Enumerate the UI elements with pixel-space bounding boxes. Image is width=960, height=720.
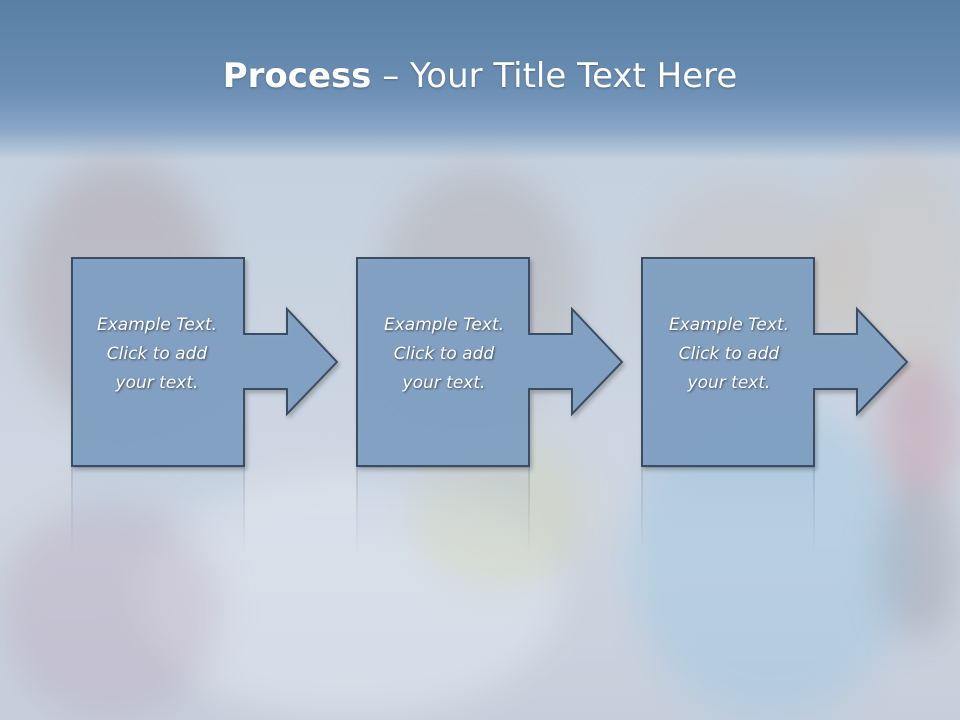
process-step-3-text[interactable]: Example Text. Click to add your text. xyxy=(645,311,813,398)
step-3-line-2: Click to add xyxy=(678,344,780,364)
step-1-line-3: your text. xyxy=(115,373,199,393)
step-2-line-1: Example Text. xyxy=(383,315,505,335)
process-step-2-shape[interactable] xyxy=(356,257,624,467)
process-step-1-text[interactable]: Example Text. Click to add your text. xyxy=(73,311,241,398)
step-3-line-3: your text. xyxy=(687,373,771,393)
title-bold: Process xyxy=(222,56,372,96)
process-step-3-shape[interactable] xyxy=(641,257,909,467)
step-1-line-1: Example Text. xyxy=(96,315,218,335)
slide-title[interactable]: Process – Your Title Text Here xyxy=(0,54,960,98)
process-step-2-text[interactable]: Example Text. Click to add your text. xyxy=(360,311,528,398)
step-1-line-2: Click to add xyxy=(106,344,208,364)
process-step-1-shape[interactable] xyxy=(71,257,339,467)
title-band xyxy=(0,0,960,160)
step-3-line-1: Example Text. xyxy=(668,315,790,335)
step-2-line-2: Click to add xyxy=(393,344,495,364)
step-2-line-3: your text. xyxy=(402,373,486,393)
title-rest: – Your Title Text Here xyxy=(371,56,738,96)
